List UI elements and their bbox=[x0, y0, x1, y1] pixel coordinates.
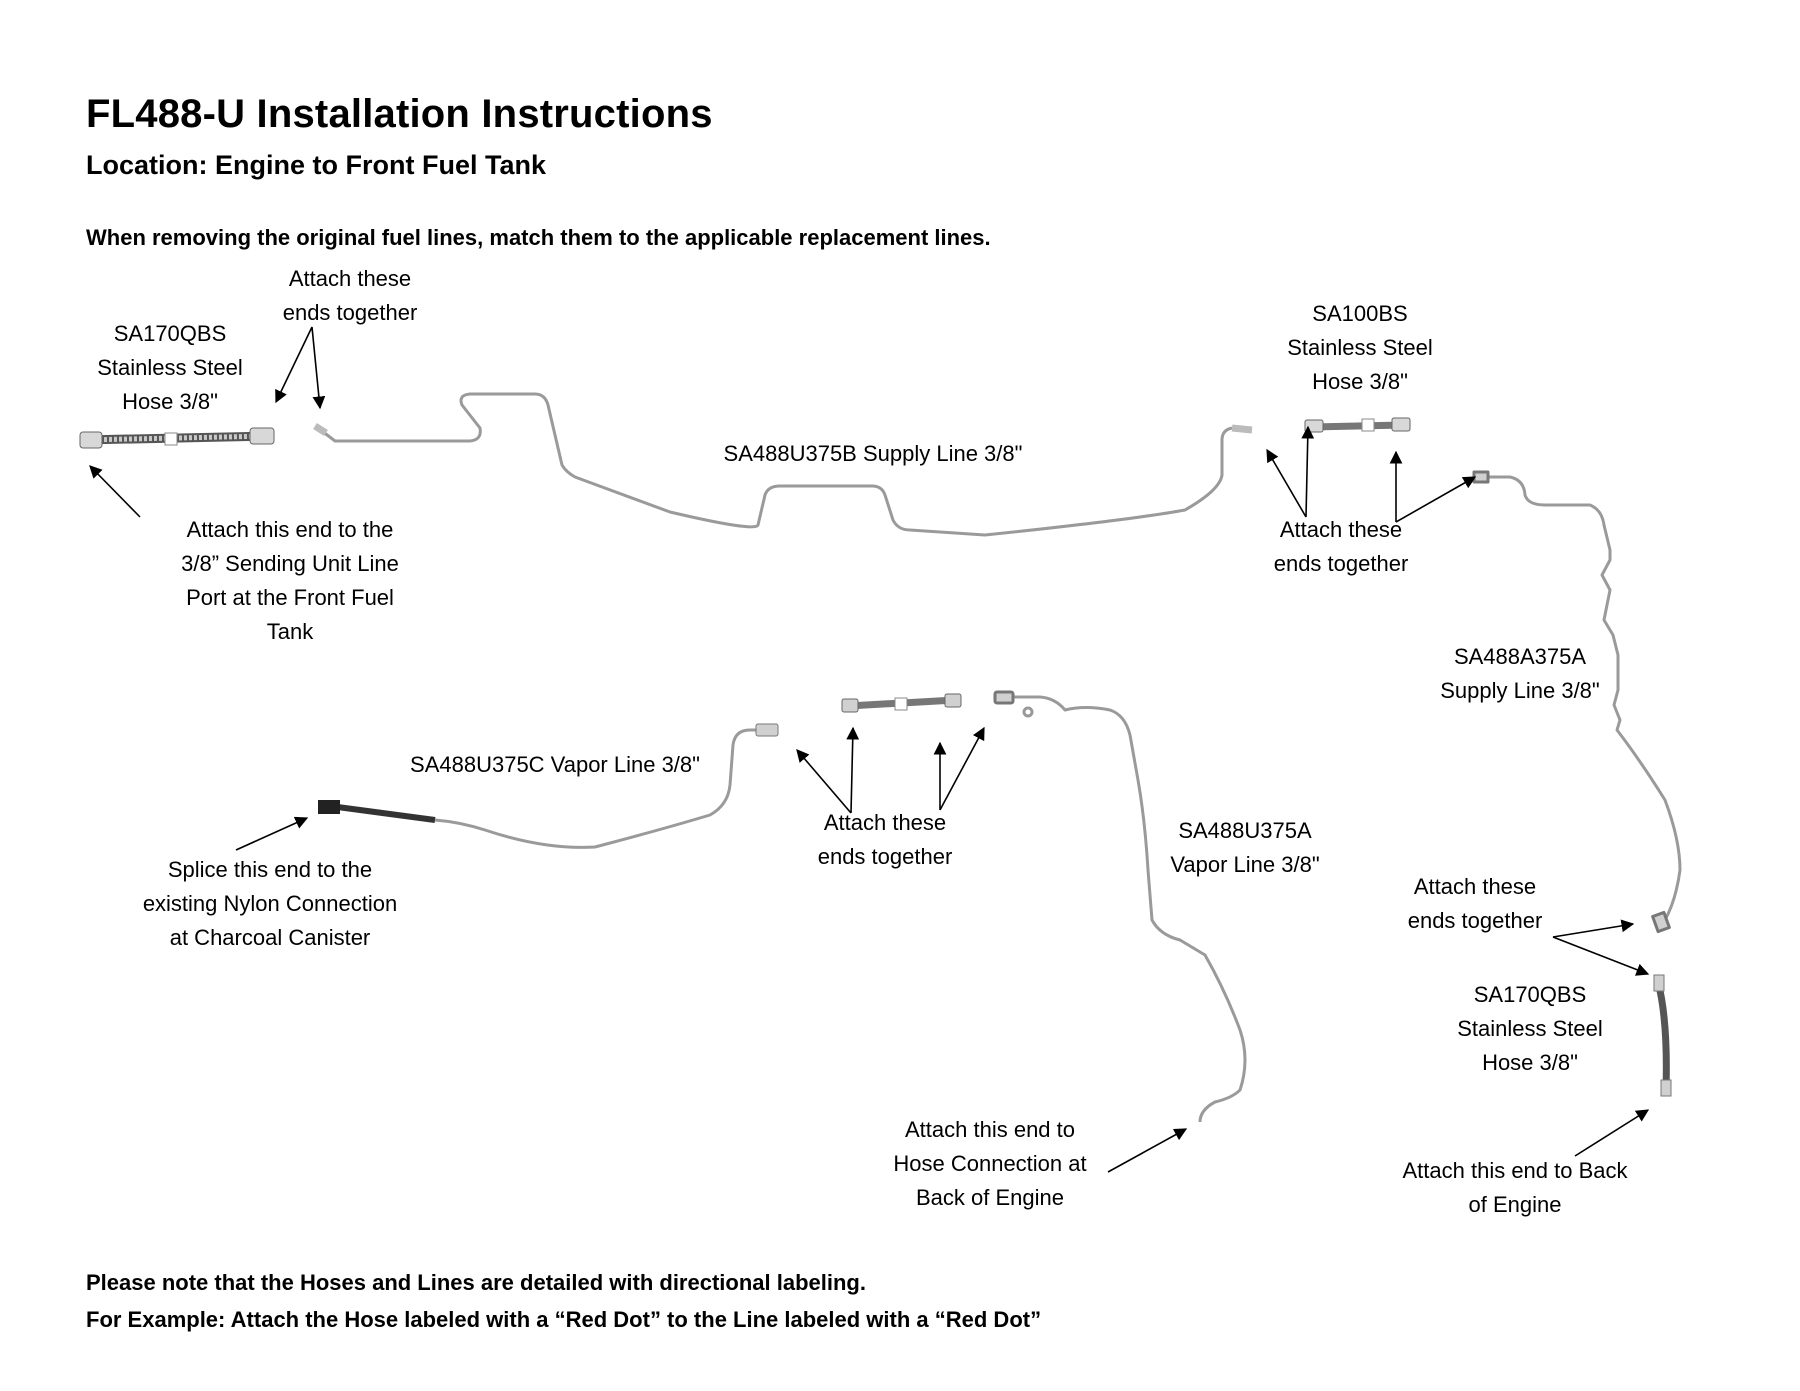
label-supply-line-b: SA488U375B Supply Line 3/8" bbox=[723, 441, 1023, 466]
annotation-arrows bbox=[89, 326, 1650, 1173]
note-red-dot-example: For Example: Attach the Hose labeled wit… bbox=[86, 1307, 1042, 1332]
line-sa488u375b bbox=[313, 392, 1253, 537]
hose-middle-vapor bbox=[841, 693, 962, 713]
page-subtitle: Location: Engine to Front Fuel Tank bbox=[86, 150, 546, 180]
line-sa488a375a bbox=[1472, 470, 1682, 934]
hose-sa100bs bbox=[1304, 417, 1411, 433]
instruction-text: When removing the original fuel lines, m… bbox=[86, 225, 991, 250]
line-sa488u375a bbox=[993, 690, 1247, 1123]
hose-sa170qbs-top bbox=[79, 427, 275, 449]
note-directional-labeling: Please note that the Hoses and Lines are… bbox=[86, 1270, 866, 1295]
page-title: FL488-U Installation Instructions bbox=[86, 92, 713, 136]
line-sa488u375c bbox=[318, 723, 779, 849]
label-vapor-line-c: SA488U375C Vapor Line 3/8" bbox=[410, 752, 700, 777]
hose-sa170qbs-bottom bbox=[1653, 974, 1672, 1097]
